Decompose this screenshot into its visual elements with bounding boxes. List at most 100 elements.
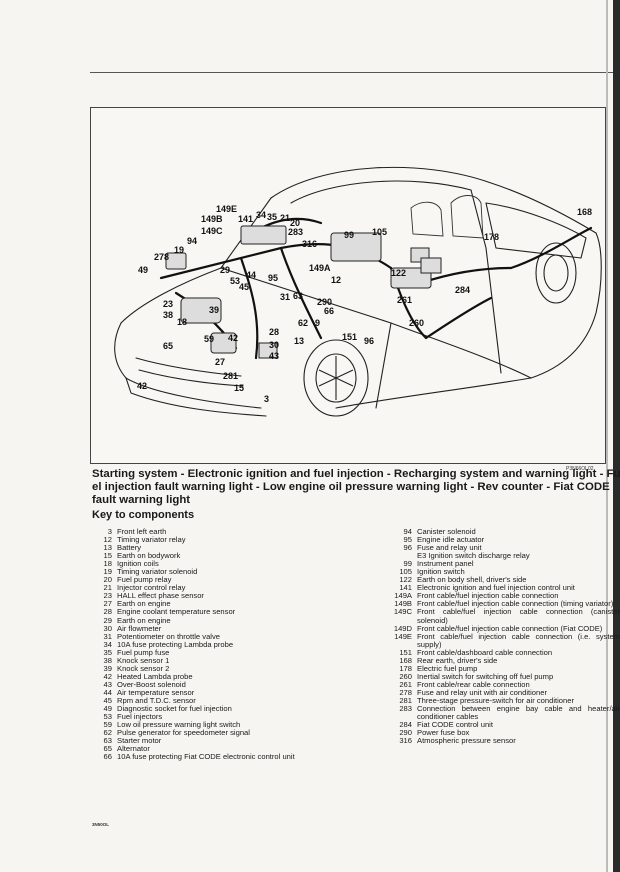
callout-label: 62 — [298, 318, 308, 328]
key-entry-number: 95 — [403, 535, 412, 545]
callout-label: 39 — [209, 305, 219, 315]
callout-label: 65 — [163, 341, 173, 351]
key-entry-number: 44 — [103, 687, 112, 697]
key-entry-description: Over-Boost solenoid — [117, 679, 186, 689]
key-entry-description: Instrument panel — [417, 559, 474, 569]
wiring-diagram-figure: 149E 149B 149C 141 34 35 21 20 283 316 9… — [90, 107, 606, 464]
key-entry-number: 38 — [103, 655, 112, 665]
key-entry-number: 260 — [399, 671, 412, 681]
key-entry: 45 Rpm and T.D.C. sensor — [92, 695, 362, 705]
key-entry-number: 39 — [103, 663, 112, 673]
key-entry-number: 42 — [103, 671, 112, 681]
key-entry-number: 19 — [103, 567, 112, 577]
key-entry-number: 34 — [103, 639, 112, 649]
callout-label: 283 — [288, 227, 303, 237]
key-entry-number: 65 — [103, 744, 112, 754]
callout-label: 278 — [154, 252, 169, 262]
car-wiring-illustration: 149E 149B 149C 141 34 35 21 20 283 316 9… — [114, 166, 602, 417]
footer-code: 3N50OL — [92, 822, 110, 827]
callout-label: 141 — [238, 214, 253, 224]
key-entry-number: 281 — [399, 695, 412, 705]
callout-label: 122 — [391, 268, 406, 278]
key-entry-number: 122 — [399, 575, 412, 585]
key-entry-number: 12 — [103, 535, 112, 545]
key-entry-description: Canister solenoid — [417, 528, 476, 536]
key-entry-number: 27 — [103, 599, 112, 609]
callout-label: 96 — [364, 336, 374, 346]
callout-label: 42 — [228, 333, 238, 343]
components — [165, 225, 442, 359]
key-entry: 42 Heated Lambda probe — [92, 671, 362, 681]
key-entry-description: Atmospheric pressure sensor — [417, 736, 516, 746]
callout-label: 29 — [220, 265, 230, 275]
callout-label: 290 — [317, 297, 332, 307]
key-entry-description: Air temperature sensor — [117, 687, 195, 697]
key-entry-number: 49 — [103, 704, 112, 714]
key-entry-description: Heated Lambda probe — [117, 671, 193, 681]
key-entry-description: Front cable/fuel injection cable connect… — [417, 623, 603, 633]
key-entry-number: 96 — [403, 543, 412, 553]
key-entry-description: Front cable/fuel injection cable connect… — [417, 631, 620, 649]
callout-label: 31 — [280, 292, 290, 302]
callout-label: 21 — [280, 213, 290, 223]
callout-label: 49 — [138, 265, 148, 275]
key-entry-description: Ignition switch — [417, 567, 465, 577]
callout-label: 34 — [256, 210, 266, 220]
key-entry-description: Diagnostic socket for fuel injection — [117, 704, 232, 714]
callout-label: 284 — [455, 285, 470, 295]
title-line: Starting system - Electronic ignition an… — [92, 468, 620, 480]
callout-label: 149A — [309, 263, 331, 273]
callout-label: 43 — [269, 351, 279, 361]
seats — [410, 195, 484, 239]
key-entry: 38 Knock sensor 1 — [92, 655, 362, 665]
key-entry-description: Alternator — [117, 744, 150, 754]
key-entry-description: Front cable/fuel injection cable connect… — [417, 607, 620, 625]
key-entry-number: 149D — [393, 623, 412, 633]
key-entry-description: Fuel pump relay — [117, 575, 172, 585]
key-entry-number: 62 — [103, 728, 112, 738]
page-title: Starting system - Electronic ignition an… — [92, 468, 620, 507]
key-entry-description: Rpm and T.D.C. sensor — [117, 695, 196, 705]
key-entry-number: 45 — [103, 695, 112, 705]
car-body-outline — [114, 166, 602, 417]
key-entry-number: 283 — [399, 704, 412, 714]
callout-label: 59 — [204, 334, 214, 344]
key-entry-description: Front cable/dashboard cable connection — [417, 647, 553, 657]
key-entry-description: Engine coolant temperature sensor — [117, 607, 236, 617]
key-entry-description: Fuse and relay unit with air conditioner — [417, 687, 548, 697]
key-entry-description: Knock sensor 1 — [117, 655, 170, 665]
key-entry-number: 151 — [399, 647, 412, 657]
key-entry-description: HALL effect phase sensor — [117, 591, 204, 601]
key-entry-description: Three-stage pressure-switch for air cond… — [417, 695, 575, 705]
callout-label: 149C — [201, 226, 223, 236]
key-entry: 49 Diagnostic socket for fuel injection — [92, 704, 362, 714]
callout-label: 35 — [267, 212, 277, 222]
key-entry-description: Injector control relay — [117, 583, 186, 593]
callout-label: 261 — [397, 295, 412, 305]
key-entry-number: 53 — [103, 712, 112, 722]
key-entry-number: 149B — [394, 599, 412, 609]
callout-label: 66 — [324, 306, 334, 316]
